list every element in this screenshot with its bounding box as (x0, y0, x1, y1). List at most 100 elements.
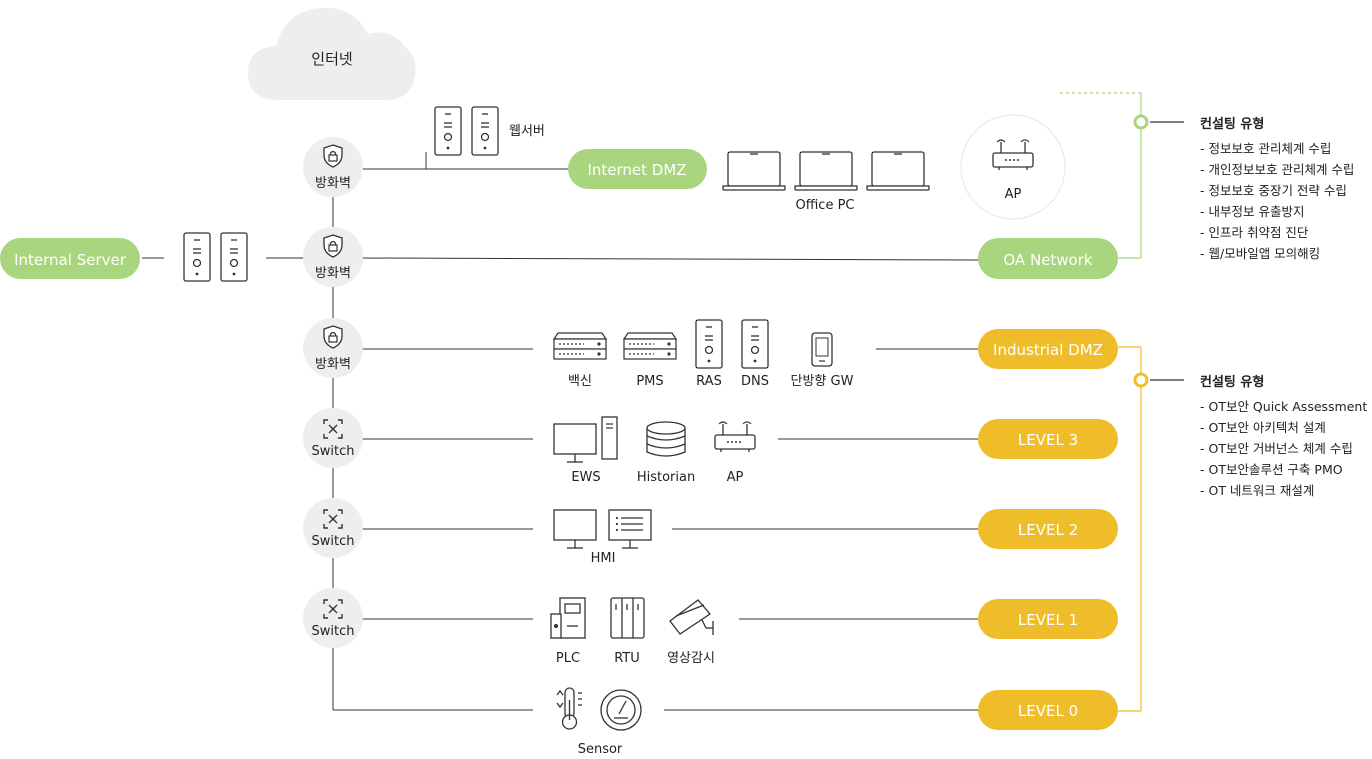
svg-text:OA Network: OA Network (1003, 251, 1093, 269)
svg-text:AP: AP (1005, 187, 1022, 202)
vaccine-device: 백신 (553, 332, 607, 389)
database-icon (646, 421, 686, 457)
ot-consulting-panel: 컨설팅 유형 - OT보안 Quick Assessment - OT보안 아키… (1200, 371, 1367, 501)
svg-text:Switch: Switch (312, 444, 355, 459)
switch-node-2[interactable]: Switch (303, 498, 363, 558)
svg-text:RTU: RTU (614, 651, 640, 666)
it-panel-item: - 인프라 취약점 진단 (1200, 225, 1309, 240)
switch-node-1[interactable]: Switch (303, 408, 363, 468)
oa-network-pill[interactable]: OA Network (978, 238, 1118, 279)
monitor-list-icon (608, 509, 652, 549)
cctv-device: 영상감시 (667, 599, 715, 666)
internal-server-pill[interactable]: Internal Server (0, 238, 140, 279)
internet-cloud: 인터넷 (248, 7, 416, 100)
hmi-device: HMI (553, 509, 652, 566)
svg-text:AP: AP (727, 470, 744, 485)
level1-pill[interactable]: LEVEL 1 (978, 599, 1118, 639)
ap-level3-device: AP (714, 421, 756, 485)
it-consulting-panel: 컨설팅 유형 - 정보보호 관리체계 수립 - 개인정보보호 관리체계 수립 -… (1200, 113, 1354, 264)
svg-text:LEVEL 2: LEVEL 2 (1018, 521, 1078, 539)
ot-panel-title: 컨설팅 유형 (1200, 375, 1265, 390)
ot-panel-item: - OT보안 거버넌스 체계 수립 (1200, 441, 1353, 456)
ot-panel-item: - OT보안 아키텍처 설계 (1200, 420, 1326, 435)
it-connector-dot (1133, 114, 1149, 130)
industrial-dmz-pill[interactable]: Industrial DMZ (978, 329, 1118, 369)
ot-panel-item: - OT보안 Quick Assessment (1200, 399, 1368, 414)
connection-lines (142, 152, 980, 711)
svg-text:Internal Server: Internal Server (14, 251, 127, 269)
svg-text:PLC: PLC (556, 651, 580, 666)
ews-device: EWS (553, 416, 618, 485)
level0-pill[interactable]: LEVEL 0 (978, 690, 1118, 730)
rtu-icon (610, 597, 645, 639)
svg-text:Switch: Switch (312, 624, 355, 639)
svg-text:LEVEL 1: LEVEL 1 (1018, 611, 1078, 629)
it-bracket (1060, 92, 1184, 259)
svg-text:DNS: DNS (741, 374, 769, 389)
oneway-gw-device: 단방향 GW (791, 332, 854, 389)
svg-text:LEVEL 0: LEVEL 0 (1018, 702, 1078, 720)
ot-bracket (1118, 346, 1184, 712)
it-panel-item: - 정보보호 관리체계 수립 (1200, 141, 1332, 156)
svg-text:EWS: EWS (571, 470, 600, 485)
svg-text:방화벽: 방화벽 (315, 357, 351, 372)
it-panel-item: - 웹/모바일앱 모의해킹 (1200, 246, 1321, 261)
historian-device: Historian (637, 421, 695, 485)
internet-dmz-pill[interactable]: Internet DMZ (568, 149, 707, 189)
gateway-icon (811, 332, 833, 367)
laptop-icon (794, 151, 858, 191)
plc-icon (550, 597, 586, 639)
thermometer-icon (556, 687, 582, 730)
tower-icon (601, 416, 618, 460)
it-panel-item: - 내부정보 유출방지 (1200, 204, 1305, 219)
dns-device: DNS (741, 319, 769, 389)
rack-icon (623, 332, 677, 360)
webserver-label: 웹서버 (509, 124, 545, 139)
svg-text:LEVEL 3: LEVEL 3 (1018, 431, 1078, 449)
server-icon (695, 319, 723, 369)
svg-text:Sensor: Sensor (578, 742, 623, 757)
rack-icon (553, 332, 607, 360)
monitor-icon (553, 509, 597, 549)
svg-text:HMI: HMI (591, 551, 616, 566)
level2-pill[interactable]: LEVEL 2 (978, 509, 1118, 549)
ot-panel-item: - OT보안솔루션 구축 PMO (1200, 462, 1343, 477)
svg-text:단방향 GW: 단방향 GW (791, 374, 854, 389)
it-panel-item: - 정보보호 중장기 전략 수립 (1200, 183, 1347, 198)
ot-connector-dot (1133, 372, 1149, 388)
svg-text:Historian: Historian (637, 470, 695, 485)
ot-panel-item: - OT 네트워크 재설계 (1200, 483, 1315, 498)
webserver-icons (434, 106, 499, 156)
router-icon (714, 421, 756, 453)
laptop-icon (722, 151, 786, 191)
it-panel-item: - 개인정보보호 관리체계 수립 (1200, 162, 1355, 177)
svg-text:방화벽: 방화벽 (315, 266, 351, 281)
rtu-device: RTU (610, 597, 645, 666)
switch-node-3[interactable]: Switch (303, 588, 363, 648)
monitor-icon (553, 423, 597, 463)
ap-oa[interactable]: AP (960, 114, 1066, 220)
svg-text:Internet DMZ: Internet DMZ (587, 161, 686, 179)
pms-device: PMS (623, 332, 677, 389)
sensor-device: Sensor (556, 687, 642, 757)
svg-text:PMS: PMS (636, 374, 663, 389)
cctv-icon (669, 599, 714, 635)
plc-device: PLC (550, 597, 586, 666)
svg-text:방화벽: 방화벽 (315, 176, 351, 191)
svg-text:RAS: RAS (696, 374, 722, 389)
cloud-label: 인터넷 (311, 50, 352, 68)
office-pc-label: Office PC (796, 198, 855, 213)
server-icon (741, 319, 769, 369)
ras-device: RAS (695, 319, 723, 389)
level3-pill[interactable]: LEVEL 3 (978, 419, 1118, 459)
office-pc-icons (722, 151, 930, 191)
laptop-icon (866, 151, 930, 191)
svg-text:백신: 백신 (568, 374, 592, 389)
gauge-icon (600, 689, 642, 731)
firewall-node-3[interactable]: 방화벽 (303, 318, 363, 378)
svg-text:Switch: Switch (312, 534, 355, 549)
firewall-node-2[interactable]: 방화벽 (303, 227, 363, 287)
firewall-node-1[interactable]: 방화벽 (303, 137, 363, 197)
svg-text:Industrial DMZ: Industrial DMZ (993, 341, 1103, 359)
